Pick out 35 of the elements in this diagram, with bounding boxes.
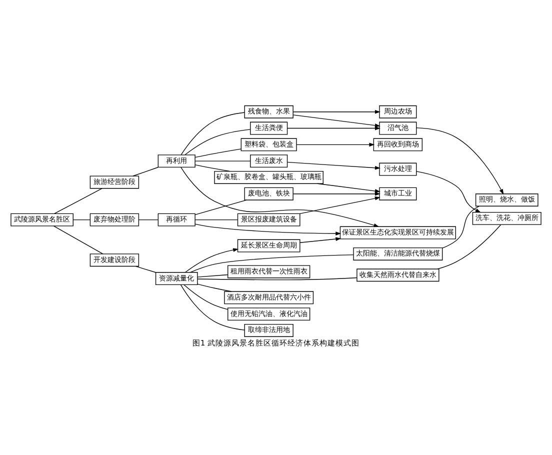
arrow [296,142,375,146]
connector [72,218,90,220]
connector [180,284,245,330]
arrow [300,236,342,242]
arrow [194,223,342,235]
connector [138,218,158,220]
connector [194,148,242,158]
connector [197,274,228,277]
connector [194,218,238,220]
connector [197,283,232,292]
connector [184,128,251,155]
arrow [317,182,380,192]
arrow [416,170,481,212]
connector [54,225,104,254]
connector [442,205,480,248]
connector [180,112,245,154]
arrow [292,191,380,196]
connector [194,164,230,172]
connector [184,284,228,310]
arrow [416,126,504,194]
arrow [185,248,239,272]
connector [194,160,251,161]
arrow [286,126,380,130]
arrow [286,161,380,170]
connector [437,224,502,269]
arrow [299,196,380,214]
connector [54,188,102,214]
connector [135,266,156,272]
arrow [292,114,380,127]
connector [190,254,354,272]
arrow [180,166,380,227]
connector [132,166,158,176]
connector [197,276,358,280]
arrow [292,109,380,114]
connector [194,199,247,215]
